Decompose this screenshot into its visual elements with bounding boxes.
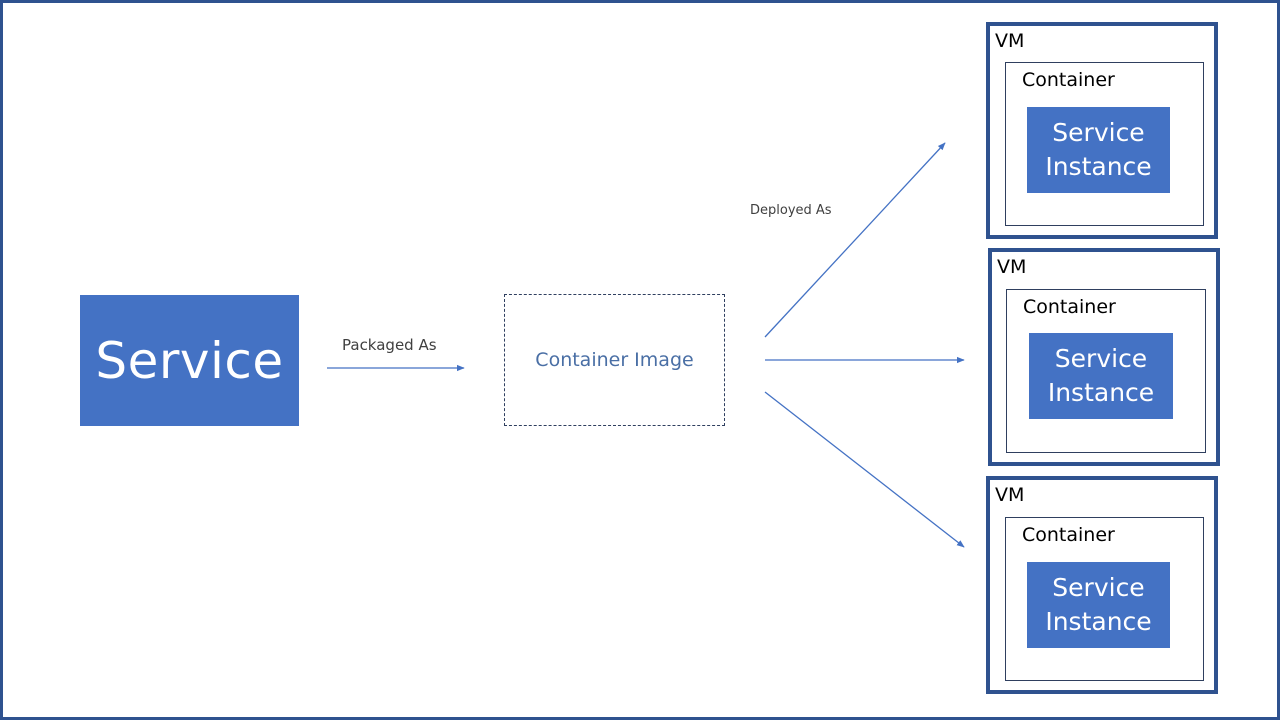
container-label: Container bbox=[1022, 524, 1115, 546]
vm-label: VM bbox=[995, 30, 1025, 52]
container-label: Container bbox=[1023, 296, 1116, 318]
service-instance-box: Service Instance bbox=[1027, 562, 1170, 648]
vm-box: VM Container Service Instance bbox=[988, 248, 1220, 466]
vm-label: VM bbox=[997, 256, 1027, 278]
container-image-label: Container Image bbox=[535, 349, 694, 371]
packaged-as-label: Packaged As bbox=[342, 336, 437, 354]
instance-line1: Service bbox=[1052, 118, 1145, 147]
service-instance-box: Service Instance bbox=[1029, 333, 1173, 419]
instance-line2: Instance bbox=[1045, 152, 1152, 181]
container-box: Container Service Instance bbox=[1005, 517, 1204, 681]
instance-line2: Instance bbox=[1045, 607, 1152, 636]
container-box: Container Service Instance bbox=[1005, 62, 1204, 226]
deploy-arrow-bottom bbox=[764, 391, 965, 548]
service-box: Service bbox=[80, 295, 299, 426]
vm-box: VM Container Service Instance bbox=[986, 22, 1218, 239]
vm-label: VM bbox=[995, 484, 1025, 506]
container-image-box: Container Image bbox=[504, 294, 725, 426]
deploy-arrow-top bbox=[764, 142, 946, 338]
vm-box: VM Container Service Instance bbox=[986, 476, 1218, 694]
instance-line1: Service bbox=[1054, 344, 1148, 373]
instance-line2: Instance bbox=[1047, 378, 1155, 407]
container-label: Container bbox=[1022, 69, 1115, 91]
service-label: Service bbox=[95, 331, 284, 390]
container-box: Container Service Instance bbox=[1006, 289, 1206, 453]
service-instance-box: Service Instance bbox=[1027, 107, 1170, 193]
instance-line1: Service bbox=[1052, 573, 1145, 602]
deployed-as-label: Deployed As bbox=[750, 203, 832, 218]
